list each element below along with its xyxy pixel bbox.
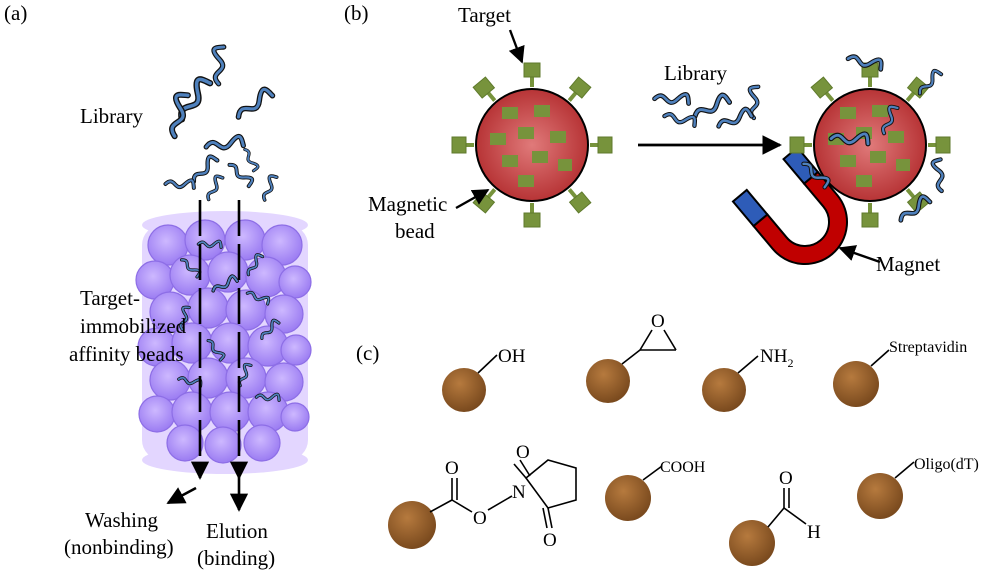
magnet-label: Magnet <box>876 252 940 276</box>
library-strands-a <box>159 44 283 202</box>
target-arrow <box>508 29 525 64</box>
beads-label-line1: Target- <box>80 286 140 310</box>
magnetic-bead-label-line2: bead <box>395 219 435 243</box>
magnetic-bead-arrow <box>455 188 490 210</box>
nhs-top-o-label: O <box>516 442 530 463</box>
panel-label-c: (c) <box>356 341 379 365</box>
affinity-column <box>135 211 312 474</box>
magnet-arrow <box>838 245 881 264</box>
aldehyde-o-label: O <box>779 468 793 489</box>
panel-label-b: (b) <box>344 1 369 25</box>
nhs-carbonyl-o-label: O <box>445 458 459 479</box>
amine-bead <box>702 355 759 412</box>
beads-label-line2: immobilized <box>80 314 187 338</box>
amine-label: NH2 <box>760 346 793 370</box>
carboxyl-bead <box>605 465 663 521</box>
magnetic-bead-label-line1: Magnetic <box>368 192 447 216</box>
elution-label-line1: Elution <box>206 519 268 543</box>
epoxide-bead <box>586 329 677 403</box>
oligo-dt-bead <box>857 461 915 519</box>
beads-label-line3: affinity beads <box>69 342 184 366</box>
library-label-b: Library <box>664 61 727 85</box>
panel-label-a: (a) <box>4 1 27 25</box>
magnet <box>731 146 848 265</box>
target-label: Target <box>458 3 511 27</box>
captured-bead <box>789 46 951 228</box>
streptavidin-bead <box>833 349 890 407</box>
nhs-link-o-label: O <box>473 508 487 529</box>
magnetic-bead <box>451 62 613 228</box>
washing-label-line1: Washing <box>85 508 158 532</box>
streptavidin-label: Streptavidin <box>889 339 967 356</box>
oligo-dt-label: Oligo(dT) <box>914 456 979 473</box>
library-label-a: Library <box>80 104 143 128</box>
aldehyde-h-label: H <box>807 522 821 543</box>
aldehyde-bead <box>729 488 807 566</box>
nhs-bottom-o-label: O <box>543 530 557 551</box>
epoxide-o-label: O <box>651 311 665 332</box>
washing-label-line2: (nonbinding) <box>64 535 174 559</box>
nhs-ester-bead <box>388 459 577 549</box>
elution-label-line2: (binding) <box>197 546 275 570</box>
carboxyl-label: COOH <box>660 459 706 476</box>
hydroxyl-label: OH <box>498 346 526 367</box>
library-strands-b <box>655 84 765 131</box>
hydroxyl-bead <box>442 354 498 412</box>
nhs-n-label: N <box>512 482 526 503</box>
flow-arrows-a <box>166 200 249 512</box>
